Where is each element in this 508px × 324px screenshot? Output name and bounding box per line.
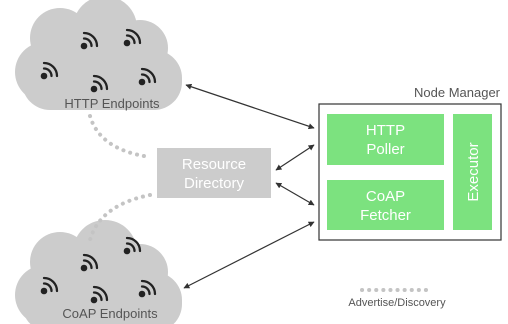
http-endpoints-label: HTTP Endpoints [64,96,160,111]
http-poller-box: HTTP Poller [327,114,444,165]
http-endpoints-cloud: HTTP Endpoints [15,0,182,111]
advertise-discovery-link-coap [88,193,152,242]
coap-endpoints-to-node-manager-arrow [183,221,315,289]
directory-to-poller-arrow [275,144,315,171]
coap-fetcher-line1: CoAP [366,188,405,205]
resource-directory-line1: Resource [182,156,246,173]
http-poller-line2: Poller [366,141,404,158]
advertise-discovery-link-http [88,114,152,159]
resource-directory-line2: Directory [184,175,245,192]
coap-endpoints-label: CoAP Endpoints [62,306,158,321]
node-manager: Node Manager HTTP Poller CoAP Fetcher Ex… [318,85,502,241]
coap-fetcher-box: CoAP Fetcher [327,180,444,230]
legend-advertise-discovery-label: Advertise/Discovery [348,297,446,309]
coap-fetcher-line2: Fetcher [360,207,411,224]
http-endpoints-to-node-manager-arrow [185,83,315,130]
legend: Advertise/Discovery [348,288,446,309]
directory-to-fetcher-arrow [275,182,315,206]
resource-directory-box: Resource Directory [157,148,271,198]
coap-endpoints-cloud: CoAP Endpoints [15,220,182,324]
executor-label: Executor [465,142,482,201]
executor-box: Executor [453,114,492,230]
node-manager-title: Node Manager [414,85,501,100]
http-poller-line1: HTTP [366,122,405,139]
